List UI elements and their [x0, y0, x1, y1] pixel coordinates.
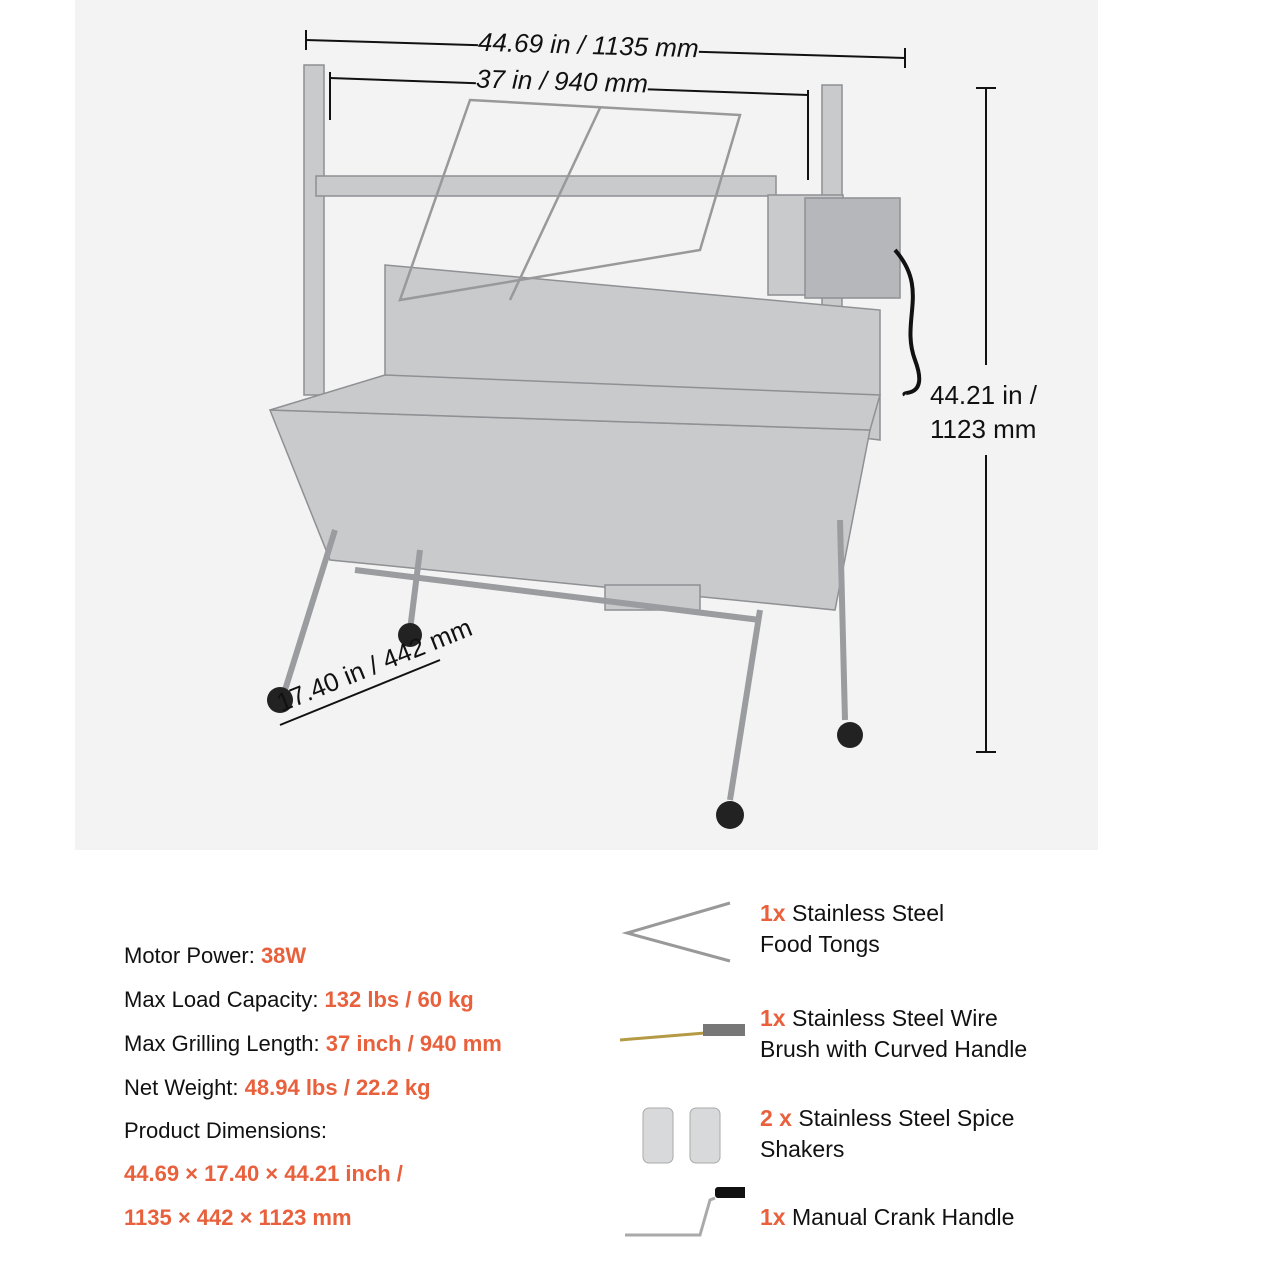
spec-net-weight: Net Weight: 48.94 lbs / 22.2 kg [124, 1075, 431, 1101]
accessory-images [619, 901, 745, 1237]
height-label-line1: 44.21 in / [930, 380, 1037, 410]
product-dimensions-mm: 1135 × 442 × 1123 mm [124, 1205, 352, 1230]
overall-width-label: 44.69 in / 1135 mm [477, 26, 700, 65]
accessory-qty: 1x [760, 1204, 786, 1230]
accessory-name: Manual Crank Handle [785, 1204, 1015, 1230]
accessory-crank-handle: 1x Manual Crank Handle [760, 1202, 1014, 1233]
accessory-qty: 1x [760, 1005, 786, 1031]
accessory-qty: 2 x [760, 1105, 792, 1131]
accessory-qty: 1x [760, 900, 786, 926]
accessory-name-line2: Shakers [760, 1136, 845, 1162]
spec-motor-power: Motor Power: 38W [124, 943, 306, 969]
accessory-name-line2: Brush with Curved Handle [760, 1036, 1028, 1062]
spec-label: Net Weight: [124, 1075, 245, 1100]
rotisserie-grill-illustration [267, 30, 996, 829]
accessory-name: Stainless Steel Wire [785, 1005, 998, 1031]
grill-length-label: 37 in / 940 mm [475, 63, 649, 100]
wire-brush-icon [619, 1024, 745, 1042]
product-photo [75, 0, 1098, 850]
accessory-name: Stainless Steel Spice [791, 1105, 1015, 1131]
spec-max-load: Max Load Capacity: 132 lbs / 60 kg [124, 987, 474, 1013]
accessory-name: Stainless Steel [785, 900, 945, 926]
spec-value: 38W [260, 943, 307, 968]
spec-grilling-length: Max Grilling Length: 37 inch / 940 mm [124, 1031, 502, 1057]
accessory-name-line2: Food Tongs [760, 931, 880, 957]
spec-label: Max Grilling Length: [124, 1031, 326, 1056]
spec-label: Motor Power: [124, 943, 261, 968]
tongs-icon [621, 901, 731, 963]
spec-label: Max Load Capacity: [124, 987, 325, 1012]
spice-shakers-icon [642, 1107, 721, 1164]
spec-value: 48.94 lbs / 22.2 kg [244, 1075, 431, 1100]
crank-handle-icon [625, 1187, 745, 1237]
spec-product-dimensions: Product Dimensions: [124, 1118, 327, 1144]
product-dimensions-inch: 44.69 × 17.40 × 44.21 inch / [124, 1161, 403, 1186]
spec-value: 37 inch / 940 mm [325, 1031, 502, 1056]
height-label-line2: 1123 mm [930, 414, 1037, 444]
spec-label: Product Dimensions: [124, 1118, 327, 1143]
spec-value: 132 lbs / 60 kg [324, 987, 474, 1012]
